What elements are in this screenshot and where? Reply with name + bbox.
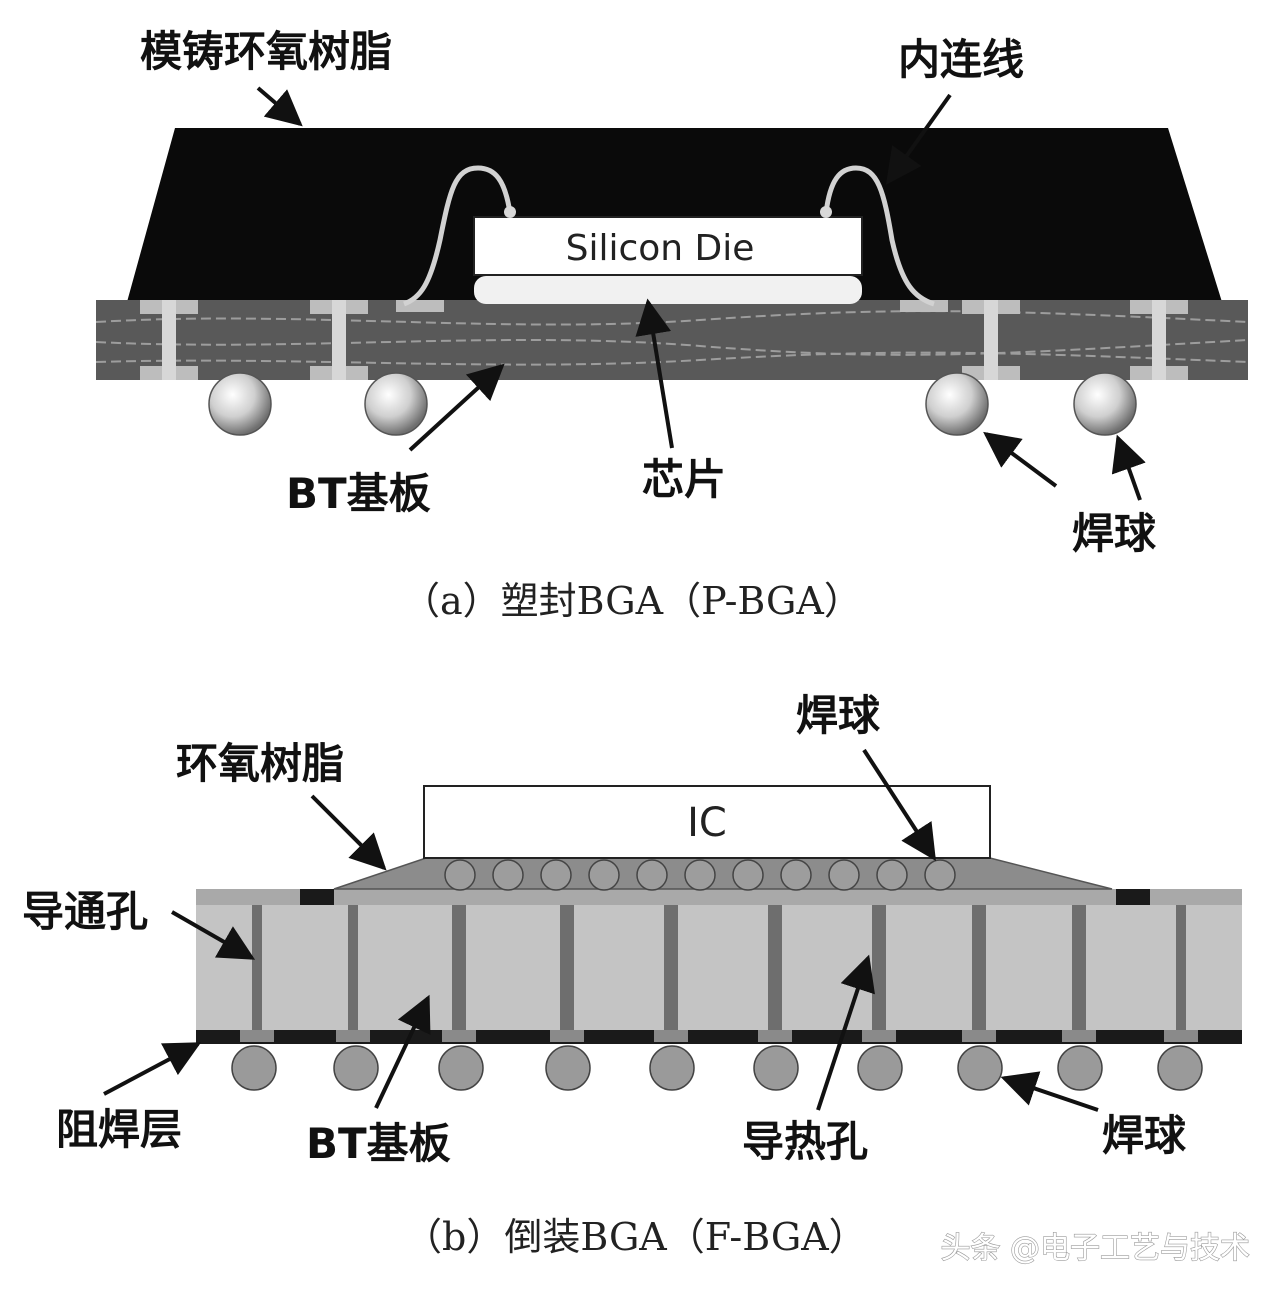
solder-ball bbox=[1157, 1045, 1203, 1091]
solder-ball bbox=[208, 372, 272, 436]
solder-ball bbox=[925, 372, 989, 436]
solder-ball bbox=[545, 1045, 591, 1091]
label-solder-ball-top: 焊球 bbox=[796, 691, 881, 740]
vias-b bbox=[252, 905, 1186, 1031]
solder-ball bbox=[1057, 1045, 1103, 1091]
caption-b: （b）倒装BGA（F-BGA） bbox=[404, 1215, 867, 1259]
solder-ball bbox=[857, 1045, 903, 1091]
bt-substrate-b bbox=[196, 889, 1242, 1041]
label-solder-ball-a: 焊球 bbox=[1072, 509, 1157, 558]
label-bt-substrate-a: BT基板 bbox=[286, 469, 431, 518]
solder-balls-b bbox=[231, 1045, 1203, 1091]
figure-b: IC bbox=[22, 691, 1242, 1259]
solder-balls-a bbox=[208, 372, 1137, 436]
silicon-die bbox=[473, 216, 863, 276]
label-via: 导通孔 bbox=[22, 887, 148, 936]
solder-ball bbox=[753, 1045, 799, 1091]
caption-a: （a）塑封BGA（P-BGA） bbox=[402, 579, 862, 623]
solder-ball bbox=[649, 1045, 695, 1091]
solder-ball bbox=[438, 1045, 484, 1091]
label-bt-substrate-b: BT基板 bbox=[306, 1119, 451, 1168]
flip-chip-bumps bbox=[444, 859, 956, 891]
solder-mask-top-right bbox=[1116, 889, 1150, 905]
ic-label: IC bbox=[687, 800, 727, 846]
substrate-wiring bbox=[95, 310, 1249, 366]
die-attach bbox=[474, 276, 862, 304]
label-interconnect: 内连线 bbox=[898, 35, 1024, 84]
leader-arrows-b bbox=[103, 748, 1099, 1112]
label-chip: 芯片 bbox=[642, 455, 726, 504]
bt-substrate-a bbox=[96, 300, 1248, 380]
mold-compound bbox=[127, 128, 1222, 302]
solder-ball bbox=[231, 1045, 277, 1091]
label-epoxy: 环氧树脂 bbox=[176, 739, 344, 788]
leader-arrows-a bbox=[256, 86, 1146, 501]
bond-wires bbox=[403, 165, 935, 307]
via-pads-b bbox=[240, 1030, 1198, 1042]
solder-ball bbox=[957, 1045, 1003, 1091]
label-solder-mask: 阻焊层 bbox=[56, 1105, 182, 1154]
label-mold-compound: 模铸环氧树脂 bbox=[140, 27, 392, 76]
solder-ball bbox=[333, 1045, 379, 1091]
pads-a bbox=[140, 300, 1188, 380]
solder-ball bbox=[364, 372, 428, 436]
figure-a: Silicon Die 模铸环氧树脂 内连线 BT基板 芯片 焊 bbox=[95, 27, 1249, 623]
label-thermal-via: 导热孔 bbox=[742, 1117, 868, 1166]
label-solder-ball-bottom: 焊球 bbox=[1102, 1111, 1187, 1160]
substrate-vias-a bbox=[162, 300, 1166, 380]
solder-ball bbox=[1073, 372, 1137, 436]
silicon-die-label: Silicon Die bbox=[566, 228, 755, 269]
solder-mask-top-left bbox=[300, 889, 334, 905]
substrate-top-layer bbox=[196, 889, 1242, 905]
watermark: 头条 @电子工艺与技术 bbox=[940, 1231, 1250, 1266]
